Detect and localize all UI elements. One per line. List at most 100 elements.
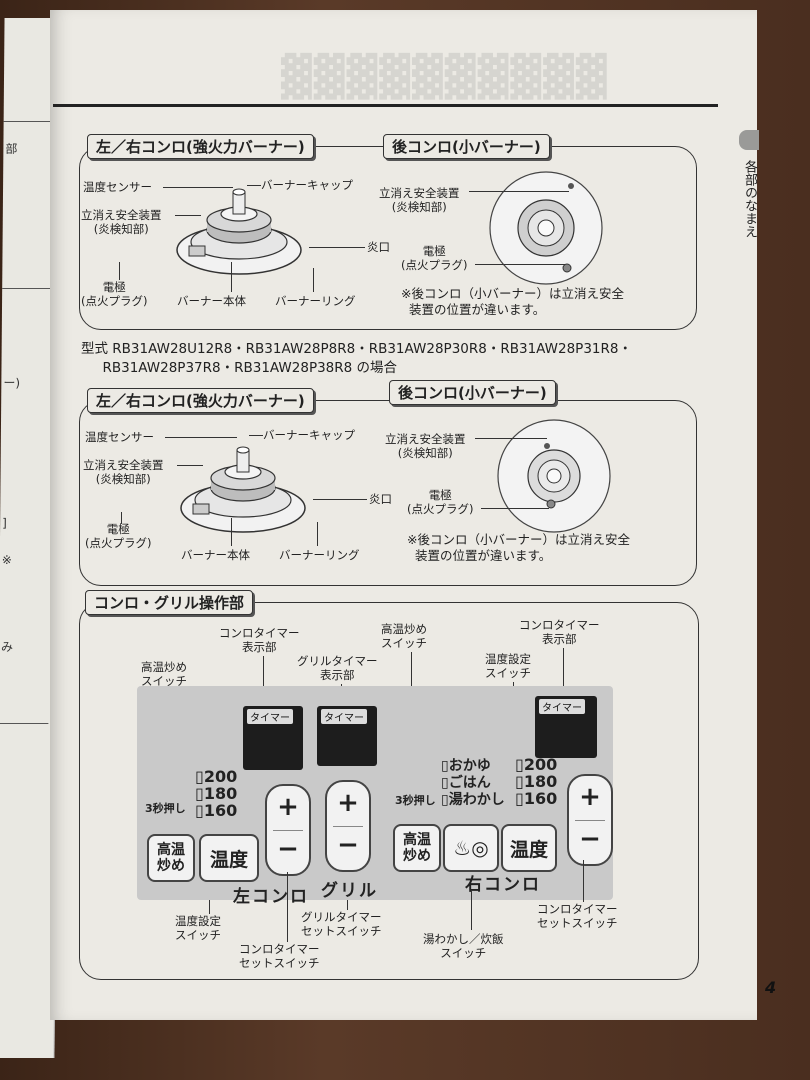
- label-burner-cap: バーナーキャップ: [261, 178, 353, 192]
- leader-line: [347, 900, 348, 910]
- leader-line: [481, 508, 549, 509]
- leader-line: [563, 648, 564, 698]
- burner-section-2: [79, 400, 697, 586]
- stove-timer-set-left[interactable]: + −: [265, 784, 311, 876]
- label-stove-timer-set-left: コンロタイマーセットスイッチ: [239, 942, 320, 970]
- small-burner-note-2: ※後コンロ（小バーナー）は立消え安全 装置の位置が違います。: [407, 532, 630, 563]
- label-burner-ring: バーナーリング: [275, 294, 356, 308]
- leader-line: [247, 185, 261, 186]
- zone-label-grill: グリル: [321, 881, 378, 901]
- timer-tag: タイマー: [321, 709, 367, 724]
- leader-line: [317, 522, 318, 546]
- page-number: 4: [765, 978, 777, 997]
- zone-label-left: 左コンロ: [233, 887, 309, 907]
- high-temp-button-left[interactable]: 高温炒め: [147, 834, 195, 882]
- minus-button[interactable]: −: [277, 834, 299, 864]
- label-high-temp-switch-left: 高温炒めスイッチ: [141, 660, 187, 688]
- press-3sec-left: 3秒押し: [145, 802, 186, 815]
- left-page-mark: み: [0, 640, 14, 654]
- small-burner-illustration-1: [489, 171, 603, 285]
- label-safety-device: 立消え安全装置(炎検知部): [81, 208, 162, 236]
- control-panel: タイマー タイマー タイマー ▯200 ▯180 ▯160 3秒押し 高温炒め …: [137, 686, 613, 907]
- right-mode-levels: ▯おかゆ ▯ごはん ▯湯わかし: [441, 758, 505, 809]
- small-burner-note: ※後コンロ（小バーナー）は立消え安全 装置の位置が違います。: [401, 286, 624, 317]
- left-temp-levels: ▯200 ▯180 ▯160: [195, 768, 237, 819]
- minus-button[interactable]: −: [579, 824, 601, 854]
- left-page-mark: ※: [1, 553, 12, 567]
- label-stove-timer-set-right: コンロタイマーセットスイッチ: [537, 902, 618, 930]
- left-page-rule: [0, 723, 49, 724]
- leader-line: [249, 435, 263, 436]
- small-burner-illustration-2: [497, 419, 611, 533]
- label-electrode-small: 電極(点火プラグ): [401, 244, 468, 272]
- press-3sec-right: 3秒押し: [395, 794, 436, 807]
- plus-button[interactable]: +: [337, 788, 359, 818]
- timer-tag: タイマー: [247, 709, 293, 724]
- leader-line: [263, 656, 264, 706]
- mode-gohan: ▯ごはん: [441, 775, 491, 791]
- kettle-rice-button[interactable]: ♨◎: [443, 824, 499, 872]
- manual-page: ▓▓▓▓▓▓▓▓▓▓ 各部のなまえ 4 左／右コンロ(強火力バーナー) 後コンロ…: [50, 10, 776, 1020]
- mode-yuwakashi: ▯湯わかし: [441, 792, 505, 808]
- label-stove-timer-display-right: コンロタイマー表示部: [519, 618, 600, 646]
- leader-line: [165, 437, 237, 438]
- section2-right-title: 後コンロ(小バーナー): [389, 380, 556, 405]
- leader-line: [471, 890, 472, 930]
- grill-timer-display: タイマー: [317, 706, 377, 766]
- stove-timer-set-right[interactable]: + −: [567, 774, 613, 866]
- kettle-rice-icon: ♨◎: [453, 836, 489, 860]
- label-flame-port-2: 炎口: [369, 492, 392, 506]
- divider: [575, 820, 605, 821]
- temp-level-180: ▯180: [515, 772, 558, 791]
- minus-button[interactable]: −: [337, 830, 359, 860]
- grill-timer-set[interactable]: + −: [325, 780, 371, 872]
- label-temp-set-switch-left: 温度設定スイッチ: [175, 914, 221, 942]
- label-safety-device-2: 立消え安全装置(炎検知部): [83, 458, 164, 486]
- temp-level-160: ▯160: [515, 789, 558, 808]
- left-page-mark: 部: [5, 142, 18, 156]
- label-temp-set-switch-right: 温度設定スイッチ: [485, 652, 531, 680]
- leader-line: [287, 872, 288, 942]
- leader-line: [163, 187, 233, 188]
- leader-line: [231, 262, 232, 292]
- label-electrode-2: 電極(点火プラグ): [85, 522, 152, 550]
- leader-line: [583, 860, 584, 902]
- label-electrode-small-2: 電極(点火プラグ): [407, 488, 474, 516]
- leader-line: [177, 465, 203, 466]
- temp-level-160: ▯160: [195, 801, 238, 820]
- leader-line: [475, 264, 565, 265]
- side-tab-label: 各部のなまえ: [742, 160, 757, 238]
- zone-label-right: 右コンロ: [465, 875, 541, 895]
- leader-line: [231, 518, 232, 546]
- label-burner-ring-2: バーナーリング: [279, 548, 360, 562]
- leader-line: [175, 215, 201, 216]
- label-burner-cap-2: バーナーキャップ: [263, 428, 355, 442]
- temp-level-180: ▯180: [195, 784, 238, 803]
- right-temp-levels: ▯200 ▯180 ▯160: [515, 756, 557, 807]
- label-stove-timer-display-left: コンロタイマー表示部: [219, 626, 300, 654]
- temp-button-left[interactable]: 温度: [199, 834, 259, 882]
- label-safety-device-small-2: 立消え安全装置(炎検知部): [385, 432, 466, 460]
- left-page-rule: [3, 121, 54, 122]
- temp-button-right[interactable]: 温度: [501, 824, 557, 872]
- plus-button[interactable]: +: [579, 782, 601, 812]
- plus-button[interactable]: +: [277, 792, 299, 822]
- leader-line: [309, 247, 365, 248]
- label-grill-timer-set: グリルタイマーセットスイッチ: [301, 910, 382, 938]
- divider: [273, 830, 303, 831]
- label-grill-timer-display: グリルタイマー表示部: [297, 654, 378, 682]
- mode-okayu: ▯おかゆ: [441, 758, 491, 774]
- large-burner-illustration-2: [180, 446, 306, 533]
- label-flame-port: 炎口: [367, 240, 390, 254]
- control-section: [79, 602, 699, 980]
- leader-line: [119, 262, 120, 280]
- label-high-temp-switch-right: 高温炒めスイッチ: [381, 622, 427, 650]
- divider: [333, 826, 363, 827]
- temp-level-200: ▯200: [195, 767, 238, 786]
- leader-line: [209, 900, 210, 914]
- high-temp-button-right[interactable]: 高温炒め: [393, 824, 441, 872]
- bleed-through-heading: ▓▓▓▓▓▓▓▓▓▓: [281, 54, 609, 100]
- side-tab-marker: [739, 130, 759, 150]
- label-temp-sensor: 温度センサー: [83, 180, 152, 194]
